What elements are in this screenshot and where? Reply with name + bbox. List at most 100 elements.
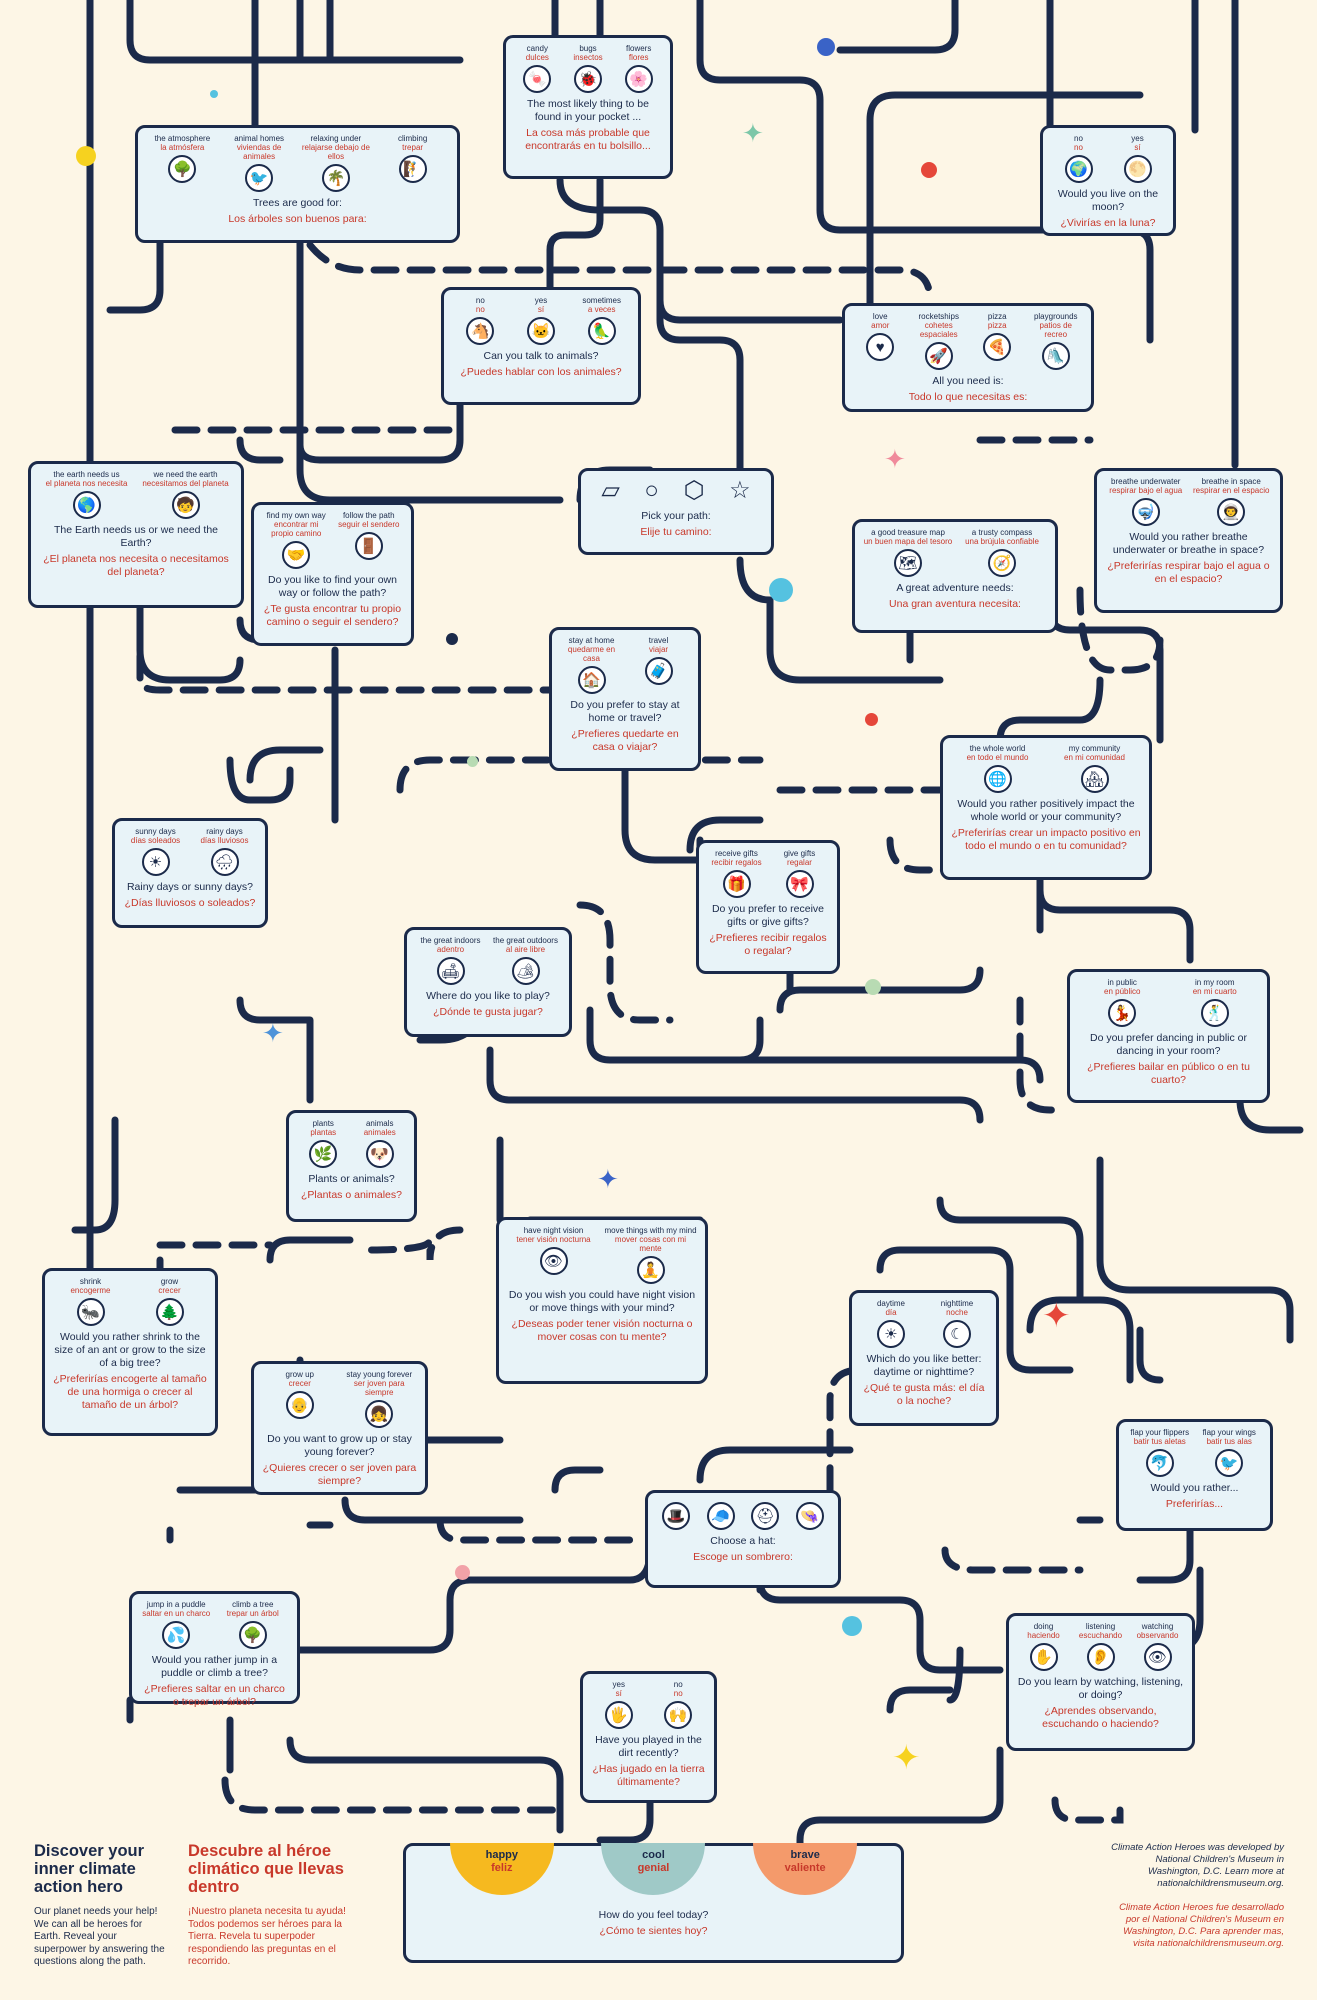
eye-icon[interactable]: 👁 [539, 1247, 568, 1275]
gift-icon[interactable]: 🎁 [722, 870, 751, 898]
dog-icon[interactable]: 🐶 [365, 1140, 394, 1168]
climb-tree-icon[interactable]: 🌳 [238, 1621, 267, 1649]
circle-icon[interactable]: ○ [644, 477, 659, 504]
compass-icon[interactable]: 🧭 [988, 549, 1016, 577]
dancer-icon[interactable]: 💃 [1108, 999, 1137, 1027]
pizza-icon[interactable]: 🍕 [983, 333, 1012, 361]
clean-hands-icon[interactable]: 🙌 [664, 1701, 693, 1729]
handshake-icon[interactable]: 🤝 [282, 541, 311, 569]
couch-icon[interactable]: 🛋 [436, 957, 465, 985]
meditation-icon[interactable]: 🧘 [636, 1256, 665, 1284]
flower-icon[interactable]: 🌸 [624, 65, 653, 93]
question-en: The most likely thing to be found in you… [527, 98, 649, 123]
ant-icon[interactable]: 🐜 [76, 1298, 105, 1326]
earth-icon[interactable]: 🌍 [1064, 155, 1093, 183]
watching-eye-icon[interactable]: 👁 [1143, 1643, 1172, 1671]
door-icon[interactable]: 🚪 [354, 532, 383, 560]
crescent-moon-icon[interactable]: ☾ [943, 1320, 971, 1348]
map-icon[interactable]: 🗺 [894, 549, 922, 577]
ear-icon[interactable]: 👂 [1086, 1643, 1115, 1671]
option-en: candy [526, 44, 549, 53]
card-path-picker[interactable]: ▱ ○ ⬡ ☆ Pick your path: Elije tu camino: [578, 468, 774, 555]
dirty-hand-icon[interactable]: 🖐 [604, 1701, 633, 1729]
ribbon-icon[interactable]: 🎀 [785, 870, 814, 898]
hands-icon[interactable]: ✋ [1029, 1643, 1058, 1671]
day-sun-icon[interactable]: ☀ [877, 1320, 905, 1348]
suitcase-icon[interactable]: 🧳 [644, 657, 673, 685]
tree-icon[interactable]: 🌳 [168, 155, 197, 183]
rocket-icon[interactable]: 🚀 [924, 342, 953, 370]
cat-icon[interactable]: 🐱 [527, 317, 555, 345]
dolphin-icon[interactable]: 🐬 [1145, 1449, 1174, 1477]
diver-icon[interactable]: 🤿 [1131, 498, 1160, 526]
option-en: we need the earth [153, 470, 218, 479]
bird-icon[interactable]: 🐦 [245, 164, 274, 192]
world-icon[interactable]: 🌐 [983, 765, 1012, 793]
parrot-icon[interactable]: 🦜 [587, 317, 616, 345]
puddle-icon[interactable]: 💦 [162, 1621, 191, 1649]
grandparent-icon[interactable]: 👴 [285, 1391, 314, 1419]
bug-icon[interactable]: 🐞 [574, 65, 602, 93]
start-box[interactable]: happy feliz cool genial brave valiente H… [403, 1843, 904, 1963]
mood-brave[interactable]: brave valiente [753, 1843, 858, 1895]
option-en: listening [1085, 1622, 1116, 1631]
path-line [226, 756, 294, 804]
moon-icon[interactable]: 🌕 [1123, 155, 1152, 183]
house-icon[interactable]: 🏠 [577, 666, 606, 694]
hexagon-icon[interactable]: ⬡ [683, 477, 705, 504]
hammock-icon[interactable]: 🌴 [321, 164, 350, 192]
mood-happy[interactable]: happy feliz [449, 1843, 554, 1895]
camp-icon[interactable]: 🏕 [511, 957, 540, 985]
rain-cloud-icon[interactable]: 🌧 [210, 848, 239, 876]
playground-icon[interactable]: 🛝 [1041, 342, 1070, 370]
climbing-icon[interactable]: 🧗 [398, 155, 427, 183]
globe-icon[interactable]: 🌎 [72, 491, 101, 519]
parallelogram-icon[interactable]: ▱ [601, 477, 620, 504]
community-icon[interactable]: 🏘 [1080, 765, 1109, 793]
top-hat-icon[interactable]: 🎩 [662, 1502, 691, 1530]
sun-hat-icon[interactable]: 👒 [795, 1502, 824, 1530]
question-en: Do you prefer to stay at home or travel? [570, 699, 680, 724]
card-hat[interactable]: 🎩 🧢 ⛑ 👒 Choose a hat: Escoge un sombrero… [645, 1490, 841, 1588]
kid-icon[interactable]: 👧 [365, 1400, 394, 1428]
astronaut-icon[interactable]: 👨‍🚀 [1217, 498, 1246, 526]
heart-icon[interactable]: ♥ [866, 333, 895, 361]
bird-wings-icon[interactable]: 🐦 [1215, 1449, 1244, 1477]
helmet-icon[interactable]: ⛑ [751, 1502, 780, 1530]
horse-icon[interactable]: 🐴 [466, 317, 495, 345]
option-es: en mi cuarto [1192, 987, 1237, 996]
candy-icon[interactable]: 🍬 [523, 65, 552, 93]
sun-icon[interactable]: ☀ [141, 848, 170, 876]
big-tree-icon[interactable]: 🌲 [155, 1298, 184, 1326]
cap-icon[interactable]: 🧢 [706, 1502, 735, 1530]
bedroom-dancer-icon[interactable]: 🕺 [1200, 999, 1229, 1027]
mood-cool[interactable]: cool genial [601, 1843, 706, 1895]
child-icon[interactable]: 🧒 [171, 491, 200, 519]
star-icon[interactable]: ☆ [729, 477, 751, 504]
plant-icon[interactable]: 🌿 [309, 1140, 338, 1168]
